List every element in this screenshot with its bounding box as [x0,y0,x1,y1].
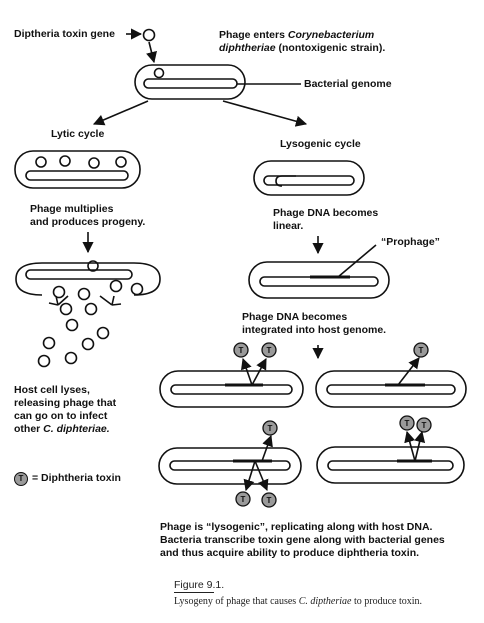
toxin-legend-icon: T [14,472,28,486]
lyses-label-line3: can go on to infect [14,410,108,422]
bacterial-genome-label: Bacterial genome [304,78,392,90]
svg-text:T: T [267,496,272,505]
lysogenic-cycle-label: Lysogenic cycle [280,138,361,150]
svg-text:T: T [239,346,244,355]
phage-entry-arrow [146,41,157,64]
gene-label: Diptheria toxin gene [14,28,115,40]
phage-linear-label-line1: Phage DNA becomes [273,207,379,219]
phage-enters-label-line1: Phage enters Corynebacterium [219,29,375,41]
svg-text:T: T [419,346,424,355]
lyses-label-line1: Host cell lyses, [14,384,90,396]
toxin-molecules: T T T T T T T T [233,342,432,508]
arrow-to-lysogenic [222,100,308,127]
integrated-label-line2: integrated into host genome. [242,324,387,336]
svg-text:T: T [267,346,272,355]
svg-text:T: T [422,421,427,430]
lysogenic-note-line3: and thus acquire ability to produce diph… [160,547,420,559]
lysogenic-bacterium-linear [253,160,365,196]
toxin-icon: T [399,415,415,431]
prophage-label: “Prophage” [381,236,440,248]
toxin-legend-text: = Diphtheria toxin [32,472,121,484]
lyses-label-line4: other C. diphteriae. [14,423,110,435]
initial-bacterium [134,64,246,100]
integrated-label-line1: Phage DNA becomes [242,311,348,323]
lysogenic-note-line1: Phage is “lysogenic”, replicating along … [160,521,433,533]
toxin-arrows [241,357,426,492]
phage-enters-label-line2: diphtheriae (nontoxigenic strain). [219,42,386,54]
svg-text:T: T [268,424,273,433]
lytic-cycle-label: Lytic cycle [51,128,105,140]
toxin-icon: T [233,342,249,358]
toxin-icon: T [261,492,277,508]
svg-text:T: T [405,419,410,428]
toxin-icon: T [413,342,429,358]
toxin-icon: T [235,491,251,507]
svg-text:T: T [241,495,246,504]
figure-title: Figure 9.1. [174,579,225,591]
caption-rule [174,592,214,593]
phage-linear-label-line2: linear. [273,220,304,232]
phage-multiplies-label-line1: Phage multiplies [30,203,114,215]
lysogenic-cell-4 [316,446,465,484]
free-phage [142,28,156,42]
prophage-bacterium [248,261,390,299]
lytic-bacterium [14,150,141,189]
lyses-label-line2: releasing phage that [14,397,117,409]
toxin-icon: T [262,420,278,436]
lysogenic-cell-1 [159,370,304,408]
toxin-icon: T [416,417,432,433]
figure-caption: Lysogeny of phage that causes C. dipther… [174,596,423,607]
lysogenic-cell-2 [315,370,467,408]
lysogenic-note-line2: Bacteria transcribe toxin gene along wit… [160,534,445,546]
released-phages [37,279,144,368]
toxin-icon: T [261,342,277,358]
phage-multiplies-label-line2: and produces progeny. [30,216,146,228]
prophage-pointer [337,244,377,278]
lysogenic-cell-3 [158,447,302,485]
arrow-to-lytic [92,100,149,126]
